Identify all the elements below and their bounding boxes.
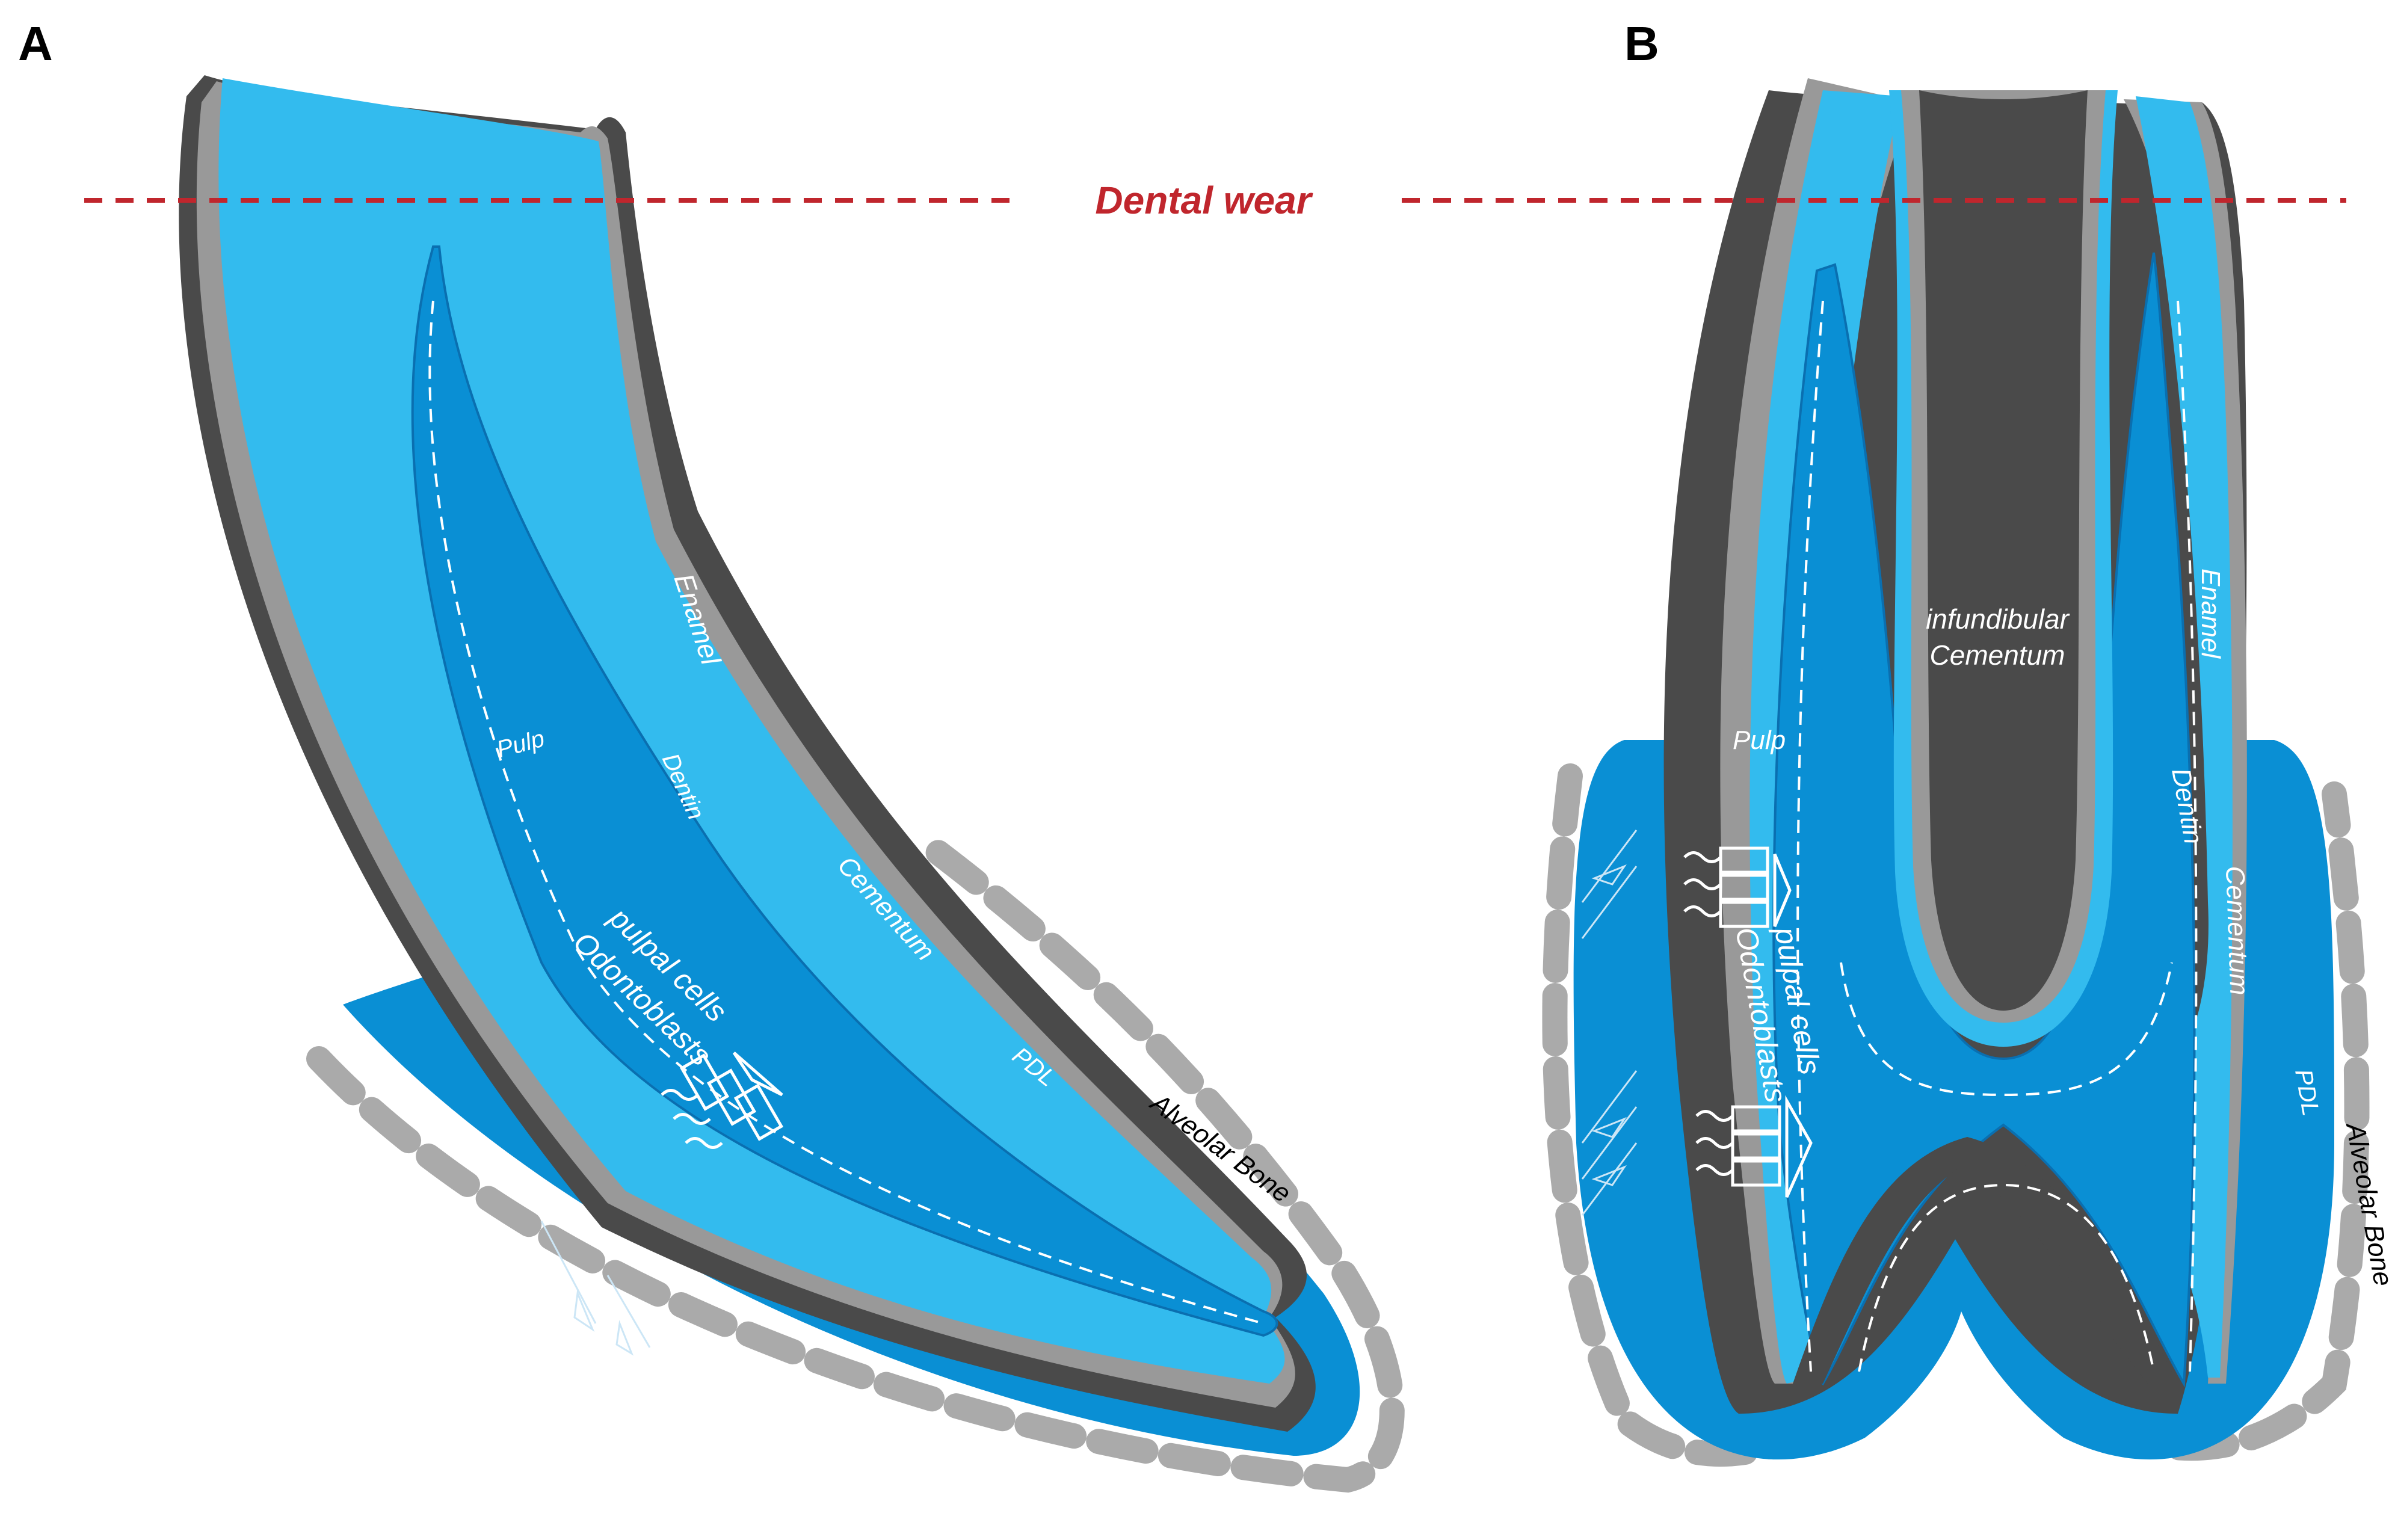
panel-a-odontoblast-cells <box>661 1052 784 1149</box>
panel-b-pulp <box>1772 252 2196 1388</box>
panel-a-alveolar-bone <box>306 836 1405 1493</box>
dental-wear-label: Dental wear <box>1095 179 1313 222</box>
panel-b-root-fork <box>1793 1137 2178 1384</box>
panel-b-dentin-right <box>2100 96 2233 1378</box>
panel-b-pulp-label: Pulp <box>1733 725 1786 755</box>
panel-b-infundibular-label-line2: Cementum <box>1930 639 2065 671</box>
panel-a: A En <box>18 17 1405 1493</box>
panel-b-odontoblast-cells <box>1683 846 1813 1198</box>
panel-b-infundibular-label-line1: infundibular <box>1926 603 2070 635</box>
panel-a-pdl-fibroblasts <box>540 1221 651 1356</box>
panel-a-odontoblast-line <box>428 300 1264 1325</box>
panel-b-pdl-fibroblasts <box>1581 830 1638 1216</box>
panel-a-dentin <box>218 78 1285 1384</box>
panel-b: B <box>1542 17 2389 1467</box>
panel-b-cementum-label: Cementum <box>2220 866 2254 996</box>
dental-wear-line: Dental wear <box>84 179 2346 222</box>
panel-b-enamel-label: Enamel <box>2196 568 2225 659</box>
panel-a-pulp <box>411 245 1278 1337</box>
panel-b-infundibular-cementum <box>1919 90 2088 1011</box>
panel-a-letter: A <box>18 17 53 70</box>
panel-b-letter: B <box>1624 17 1659 70</box>
